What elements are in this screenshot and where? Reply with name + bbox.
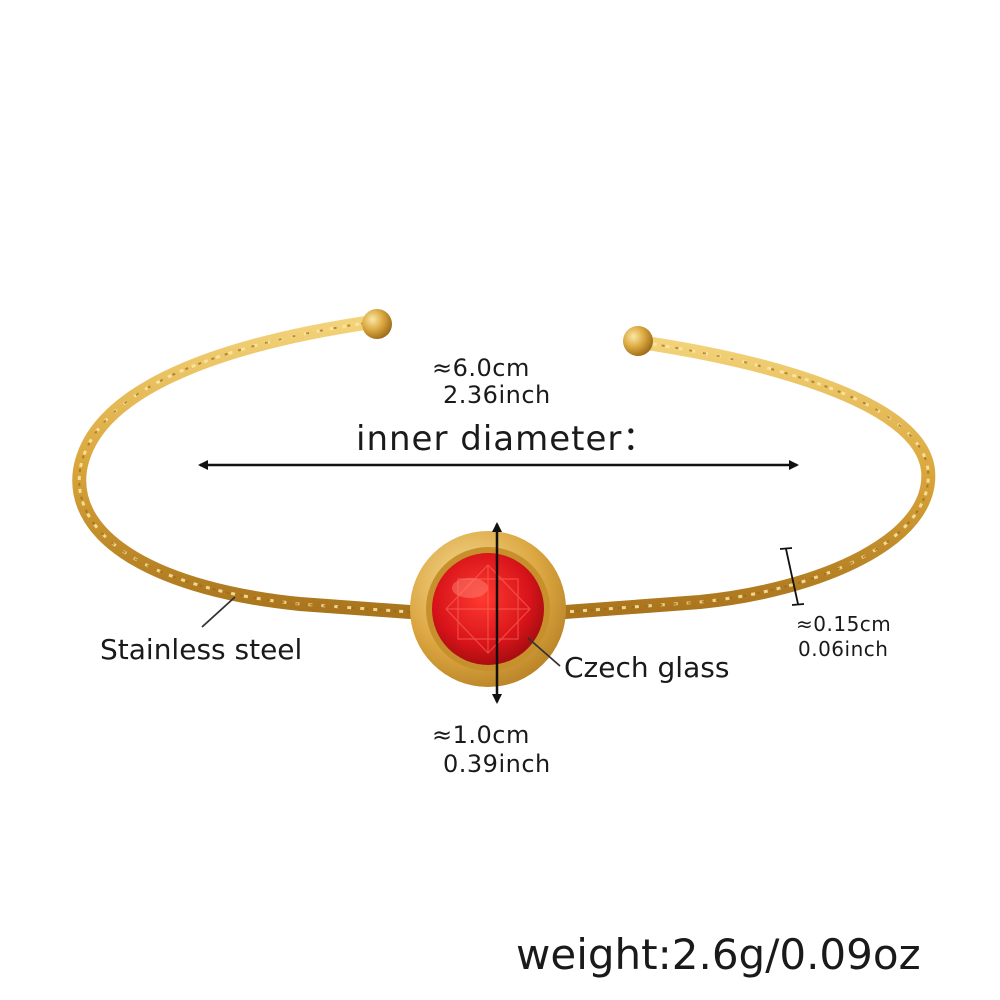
wire-texture bbox=[564, 340, 930, 614]
stone-highlight bbox=[452, 578, 488, 598]
bangle-wire bbox=[558, 335, 936, 619]
thickness-indicator-cap bbox=[791, 603, 805, 606]
end-ball-left bbox=[362, 309, 392, 339]
inner-diameter-heading: inner diameter： bbox=[356, 419, 658, 459]
wire-texture bbox=[78, 321, 411, 613]
wire-thickness-cm: ≈0.15cm bbox=[796, 612, 892, 636]
wire-texture bbox=[77, 320, 411, 614]
bangle-wire bbox=[72, 315, 417, 619]
thickness-indicator bbox=[785, 548, 799, 605]
inner-diameter-inch: 2.36inch bbox=[443, 381, 551, 409]
wire-thickness-inch: 0.06inch bbox=[798, 637, 889, 661]
material-stone-label: Czech glass bbox=[564, 651, 730, 684]
material-band-label: Stainless steel bbox=[100, 633, 303, 666]
stone-size-inch: 0.39inch bbox=[443, 750, 551, 778]
czech-callout-line bbox=[527, 637, 561, 667]
stone-size-cm: ≈1.0cm bbox=[432, 721, 530, 749]
thickness-indicator-cap bbox=[779, 547, 793, 550]
end-ball-right bbox=[623, 326, 653, 356]
inner-diameter-cm: ≈6.0cm bbox=[432, 354, 530, 382]
wire-texture bbox=[564, 341, 930, 613]
weight-label: weight:2.6g/0.09oz bbox=[516, 930, 921, 979]
stainless-callout-line bbox=[201, 596, 236, 628]
